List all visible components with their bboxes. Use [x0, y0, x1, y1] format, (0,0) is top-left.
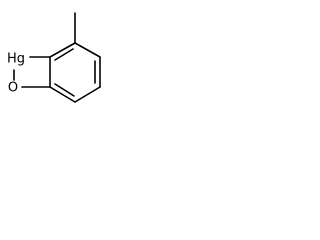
bond-ring-top-to-upper-right: [74, 42, 101, 58]
double-bond-inner-lower-left: [54, 83, 75, 97]
bond-ring-upper-left-to-top: [49, 42, 76, 58]
double-bond-inner-upper-left: [54, 48, 74, 61]
mercury-atom-label: Hg: [7, 52, 25, 67]
chemical-structure-diagram: Hg O: [7, 12, 101, 103]
bond-ring-bottom-to-lower-left: [49, 86, 76, 103]
oxygen-atom-label: O: [8, 81, 18, 96]
bond-ring-lower-right-to-bottom: [74, 86, 101, 103]
